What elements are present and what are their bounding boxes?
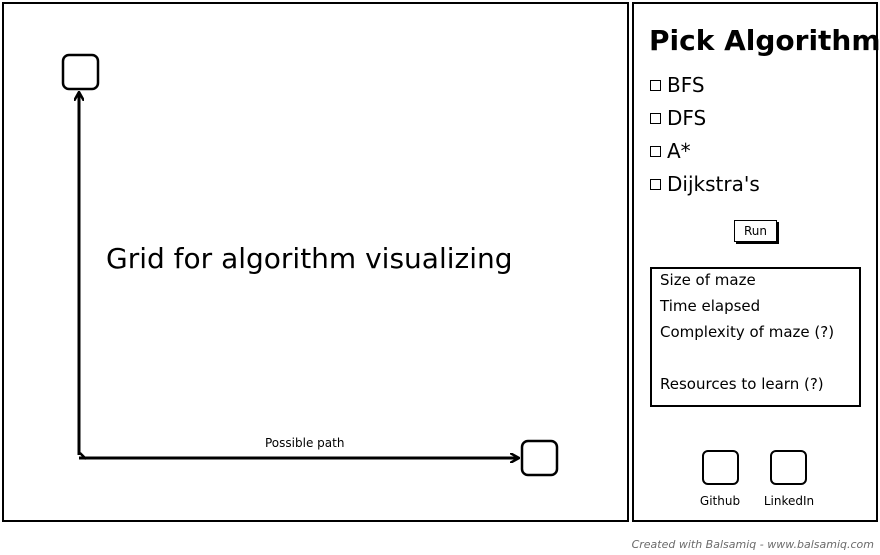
grid-panel[interactable] <box>2 2 629 522</box>
end-node[interactable] <box>520 439 559 477</box>
algorithm-label: BFS <box>667 73 705 97</box>
grid-placeholder-title: Grid for algorithm visualizing <box>106 242 513 275</box>
algorithm-option-bfs[interactable]: BFS <box>650 72 705 98</box>
checkbox-icon[interactable] <box>650 178 661 190</box>
checkbox-icon[interactable] <box>650 112 661 124</box>
linkedin-label: LinkedIn <box>763 494 815 508</box>
checkbox-icon[interactable] <box>650 145 661 157</box>
stat-learning-resources: Resources to learn (?) <box>660 375 824 393</box>
stat-maze-complexity: Complexity of maze (?) <box>660 323 835 341</box>
linkedin-button[interactable] <box>770 450 807 485</box>
sidebar-title: Pick Algorithm <box>649 24 880 57</box>
algorithm-label: A* <box>667 139 691 163</box>
algorithm-option-astar[interactable]: A* <box>650 138 691 164</box>
balsamiq-credit: Created with Balsamiq - www.balsamiq.com <box>631 538 874 551</box>
checkbox-icon[interactable] <box>650 79 661 91</box>
start-node[interactable] <box>61 53 100 91</box>
algorithm-option-dfs[interactable]: DFS <box>650 105 706 131</box>
algorithm-option-dijkstra[interactable]: Dijkstra's <box>650 171 760 197</box>
stats-box: Size of maze Time elapsed Complexity of … <box>650 267 861 407</box>
algorithm-label: DFS <box>667 106 707 130</box>
algorithm-label: Dijkstra's <box>667 172 760 196</box>
stat-size-of-maze: Size of maze <box>660 271 756 289</box>
path-label: Possible path <box>265 436 345 450</box>
run-button[interactable]: Run <box>734 220 777 242</box>
github-button[interactable] <box>702 450 739 485</box>
path-corner-arrow <box>79 452 87 460</box>
github-label: Github <box>699 494 741 508</box>
algorithm-sidebar <box>632 2 878 522</box>
stat-time-elapsed: Time elapsed <box>660 297 761 315</box>
